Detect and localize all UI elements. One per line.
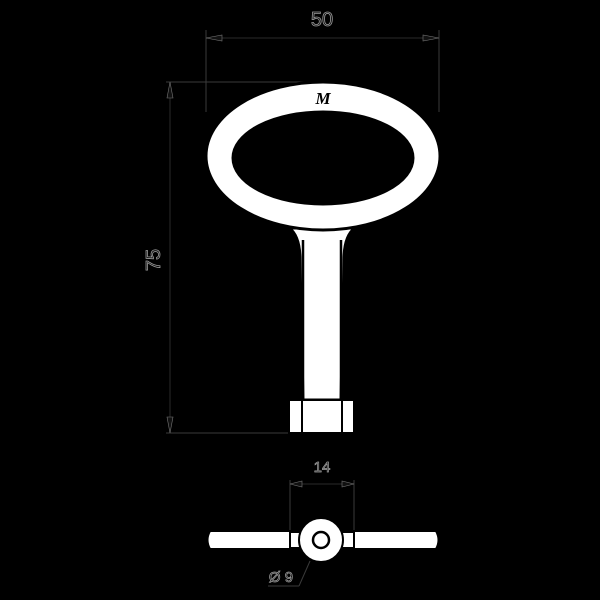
width-label: 50	[311, 9, 333, 31]
arrow-down-icon	[166, 416, 174, 434]
key-stem	[284, 226, 360, 402]
arrow-right-icon	[341, 480, 355, 488]
key-front-view: M	[204, 80, 442, 434]
key-bit	[288, 399, 355, 434]
ring-mark-label: M	[314, 89, 331, 108]
hub-diameter-label: Ø 9	[269, 569, 293, 586]
bit-width-label: 14	[314, 459, 331, 476]
width-dimension: 50	[205, 9, 440, 112]
arrow-left-icon	[205, 34, 223, 42]
key-bow-ring	[204, 80, 442, 232]
arrow-left-icon	[289, 480, 303, 488]
bit-width-dimension: 14	[289, 459, 355, 533]
end-view-bar-right	[353, 530, 440, 550]
key-end-view	[206, 517, 440, 563]
end-view-bar-left	[206, 530, 291, 550]
hub-diameter-dimension: Ø 9	[268, 560, 311, 587]
arrow-up-icon	[166, 81, 174, 99]
diameter-leader-line	[298, 560, 311, 587]
height-dimension: 75	[143, 81, 312, 434]
arrow-right-icon	[422, 34, 440, 42]
height-label: 75	[143, 249, 165, 271]
end-view-center-hole	[311, 530, 331, 550]
